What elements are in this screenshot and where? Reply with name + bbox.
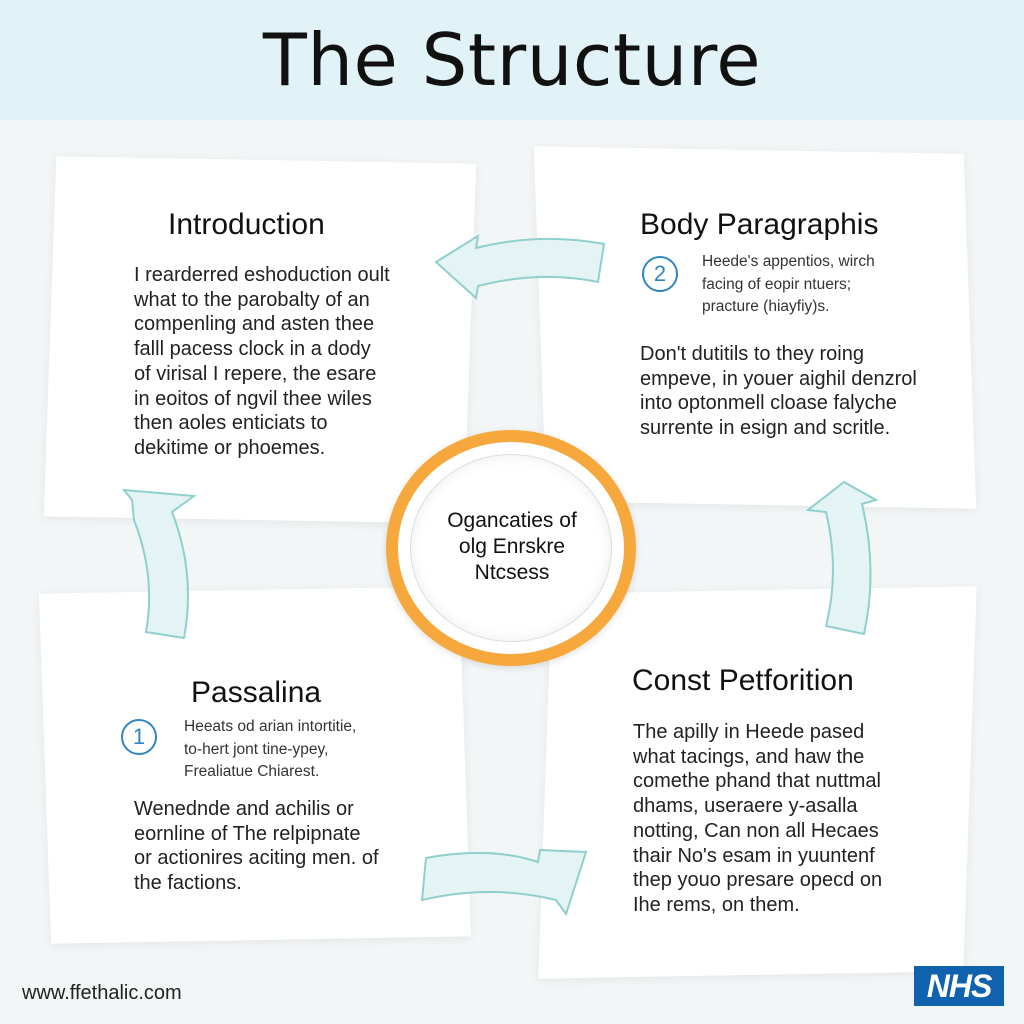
center-label: Ogancaties of olg Enrskre Ntcsess — [447, 509, 577, 584]
passalina-title: Passalina — [191, 676, 322, 709]
conclusion-title: Const Petforition — [632, 664, 854, 697]
passalina-text: Wenednde and achilis or eornline of The … — [134, 798, 379, 895]
step-number-badge: 2 — [642, 256, 678, 292]
conclusion-text: The apilly in Heede pased what tacings, … — [633, 721, 883, 916]
arrow-left-icon — [434, 233, 606, 300]
page-title: The Structure — [262, 18, 762, 102]
footer-url: www.ffethalic.com — [22, 982, 182, 1004]
center-ring — [386, 430, 636, 666]
arrow-up-left-icon — [121, 488, 197, 640]
nhs-logo: NHS — [914, 966, 1004, 1006]
passalina-note: Heeats od arian intortitie, to-hert jont… — [184, 718, 357, 780]
body-paragraphs-title: Body Paragraphis — [640, 208, 879, 241]
introduction-title: Introduction — [168, 208, 325, 241]
body-paragraphs-note: Heede's appentios, wirch facing of eopir… — [702, 253, 875, 315]
body-paragraphs-text: Don't dutitils to they roing empeve, in … — [640, 343, 917, 440]
arrow-right-icon — [420, 848, 588, 917]
arrow-up-icon — [805, 480, 879, 636]
title-banner: The Structure — [0, 0, 1024, 120]
introduction-text: I rearderred eshoduction oult what to th… — [134, 264, 390, 459]
step-number-badge: 1 — [121, 719, 157, 755]
